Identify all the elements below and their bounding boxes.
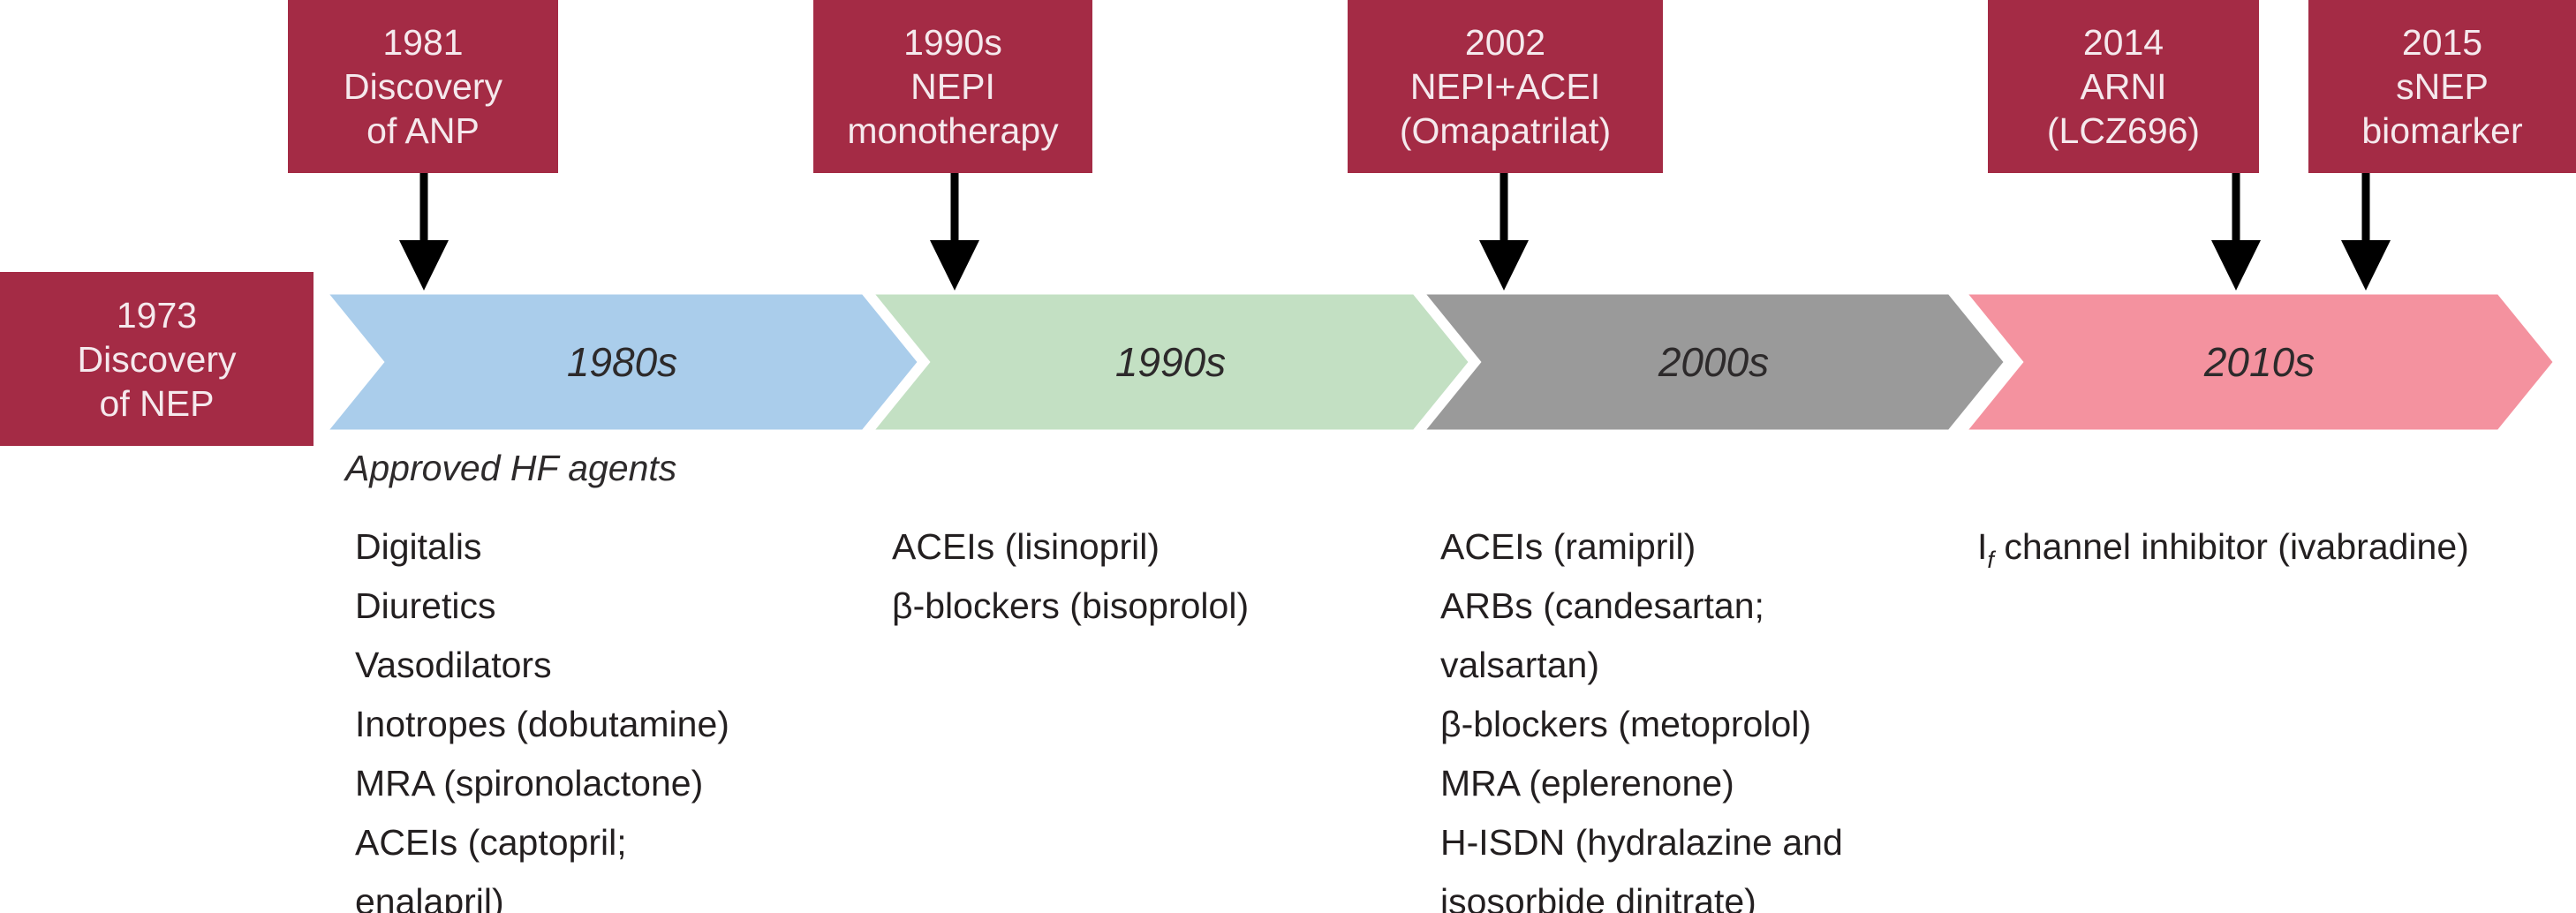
- decade-label-2010s: 2010s: [2203, 339, 2315, 385]
- decade-label-2000s: 2000s: [1658, 339, 1770, 385]
- agent-item: ARBs (candesartan; valsartan): [1440, 585, 1764, 685]
- down-arrow-icon: [399, 173, 449, 290]
- event-box-1973-discovery-of-nep: 1973 Discovery of NEP: [0, 272, 314, 446]
- if-subscript: f: [1987, 547, 1994, 573]
- event-box-2015-snep-biomarker: 2015 sNEP biomarker: [2308, 0, 2576, 173]
- agent-item: MRA (eplerenone): [1440, 763, 1734, 804]
- agent-item: ACEIs (ramipril): [1440, 526, 1696, 567]
- agent-item: ACEIs (captopril; enalapril): [355, 822, 627, 913]
- decade-chevron-2010s: [1955, 288, 2561, 436]
- agent-item: β-blockers (metoprolol): [1440, 704, 1812, 744]
- down-arrow-icon: [1479, 173, 1529, 290]
- agent-item: β-blockers (bisoprolol): [892, 585, 1250, 626]
- agent-item: ACEIs (lisinopril): [892, 526, 1160, 567]
- down-arrow-icon: [2341, 173, 2391, 290]
- decade-chevron-2000s: [1413, 288, 2012, 436]
- agent-list-1990s: ACEIs (lisinopril) β-blockers (bisoprolo…: [892, 517, 1386, 636]
- event-box-2014-arni: 2014 ARNI (LCZ696): [1988, 0, 2259, 173]
- agent-item: Vasodilators: [355, 645, 552, 685]
- agent-item: MRA (spironolactone): [355, 763, 704, 804]
- if-rest-text: channel inhibitor (ivabradine): [1993, 526, 2469, 567]
- agent-item-if-channel-inhibitor: If channel inhibitor (ivabradine): [1977, 517, 2560, 581]
- decade-chevron-1990s: [862, 288, 1477, 436]
- agent-item: Inotropes (dobutamine): [355, 704, 729, 744]
- approved-hf-agents-heading: Approved HF agents: [345, 448, 677, 488]
- agent-item: Digitalis: [355, 526, 482, 567]
- decade-chevron-1980s: [316, 288, 925, 436]
- down-arrow-icon: [930, 173, 979, 290]
- event-box-1981-discovery-of-anp: 1981 Discovery of ANP: [288, 0, 558, 173]
- decade-label-1980s: 1980s: [566, 339, 678, 385]
- event-box-2002-nepi-acei: 2002 NEPI+ACEI (Omapatrilat): [1348, 0, 1663, 173]
- down-arrow-icon: [2211, 173, 2261, 290]
- agent-list-2010s: If channel inhibitor (ivabradine): [1977, 517, 2560, 581]
- event-box-1990s-nepi-monotherapy: 1990s NEPI monotherapy: [813, 0, 1092, 173]
- decade-label-1990s: 1990s: [1114, 339, 1227, 385]
- agent-list-1980s: Digitalis Diuretics Vasodilators Inotrop…: [355, 517, 850, 913]
- agent-item: H-ISDN (hydralazine and isosorbide dinit…: [1440, 822, 1843, 913]
- agent-item: Diuretics: [355, 585, 496, 626]
- if-symbol: I: [1977, 526, 1988, 567]
- agent-list-2000s: ACEIs (ramipril) ARBs (candesartan; vals…: [1440, 517, 1953, 913]
